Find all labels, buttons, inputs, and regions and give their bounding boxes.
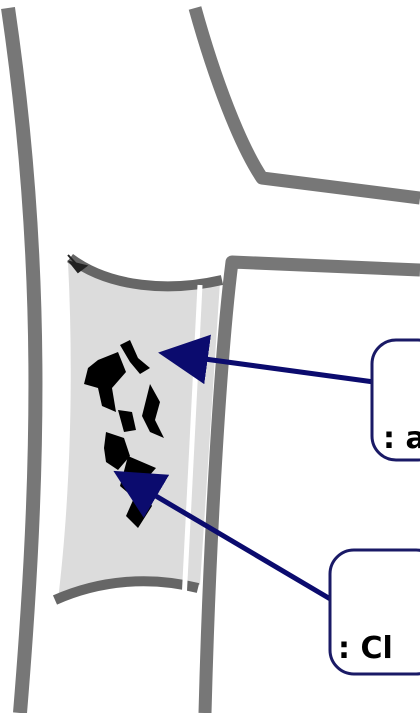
callout-label-2: : Cl (338, 631, 393, 666)
vessel-outer-wall (8, 8, 35, 713)
callout-label-1: : a (383, 421, 420, 456)
vessel-inner-wall-upper (195, 8, 420, 198)
clot-segment-body (58, 262, 220, 600)
